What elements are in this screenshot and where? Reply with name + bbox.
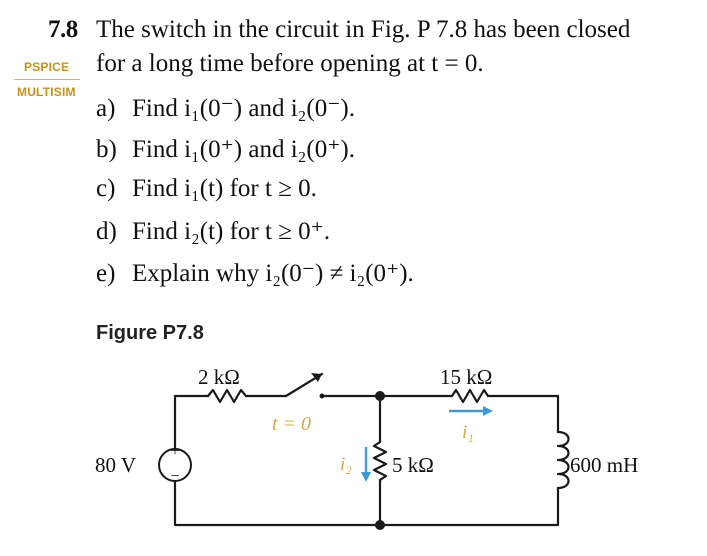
wire-r2-right	[486, 394, 560, 434]
source-plus-label: +	[170, 443, 179, 460]
part-a: a) Find i₁(0⁻) and i₂(0⁻).	[96, 93, 355, 123]
figure-title: Figure P7.8	[96, 322, 204, 344]
wire-right-bottom	[378, 486, 560, 527]
switch-arrowhead	[311, 373, 322, 382]
tag-divider	[14, 79, 80, 80]
left-wire-top	[173, 394, 210, 452]
left-wire-bottom	[173, 478, 382, 527]
part-text: Explain why i₂(0⁻) ≠ i₂(0⁺).	[132, 260, 414, 287]
voltage-source	[158, 448, 192, 482]
inductor-label: 600 mH	[570, 453, 638, 477]
i1-label: i₁	[462, 422, 474, 443]
source-voltage-label: 80 V	[95, 453, 136, 477]
part-e: e) Explain why i₂(0⁻) ≠ i₂(0⁺).	[96, 258, 414, 288]
source-minus-label: −	[170, 468, 179, 485]
r1-label: 2 kΩ	[198, 365, 240, 389]
r2-label: 15 kΩ	[440, 365, 492, 389]
resistor-15k	[450, 388, 490, 404]
problem-statement-line-2: for a long time before opening at t = 0.	[96, 50, 484, 77]
top-node-dot	[375, 391, 385, 401]
resistor-2k	[206, 388, 248, 404]
part-text: Find i₁(t) for t ≥ 0.	[132, 175, 317, 202]
part-c: c) Find i₁(t) for t ≥ 0.	[96, 175, 317, 203]
inductor-600mh	[556, 430, 570, 490]
problem-number: 7.8	[48, 16, 78, 43]
multisim-tag: MULTISIM	[17, 85, 76, 99]
i2-arrow-head	[361, 472, 371, 482]
switch-time-label: t = 0	[272, 413, 311, 435]
part-label: e)	[96, 260, 116, 287]
part-text: Find i₁(0⁺) and i₂(0⁺).	[132, 136, 355, 163]
r3-label: 5 kΩ	[392, 453, 434, 477]
problem-statement-line-1: The switch in the circuit in Fig. P 7.8 …	[96, 16, 631, 43]
part-label: a)	[96, 95, 116, 122]
part-d: d) Find i₂(t) for t ≥ 0⁺.	[96, 216, 330, 246]
part-label: b)	[96, 136, 117, 163]
resistor-5k	[372, 440, 388, 482]
part-text: Find i₁(0⁻) and i₂(0⁻).	[132, 95, 355, 122]
i1-arrow-head	[483, 406, 493, 416]
circuit-diagram: + − 80 V 2 kΩ t = 0 15 kΩ i₁ i₂ 5 kΩ 600…	[95, 365, 638, 530]
i2-label: i₂	[340, 454, 352, 475]
bottom-node-dot	[375, 520, 385, 530]
part-label: c)	[96, 175, 116, 202]
part-text: Find i₂(t) for t ≥ 0⁺.	[132, 218, 331, 245]
part-label: d)	[96, 218, 117, 245]
switch-contact-dot	[319, 393, 325, 399]
part-b: b) Find i₁(0⁺) and i₂(0⁺).	[96, 134, 355, 164]
pspice-tag: PSPICE	[24, 60, 70, 74]
